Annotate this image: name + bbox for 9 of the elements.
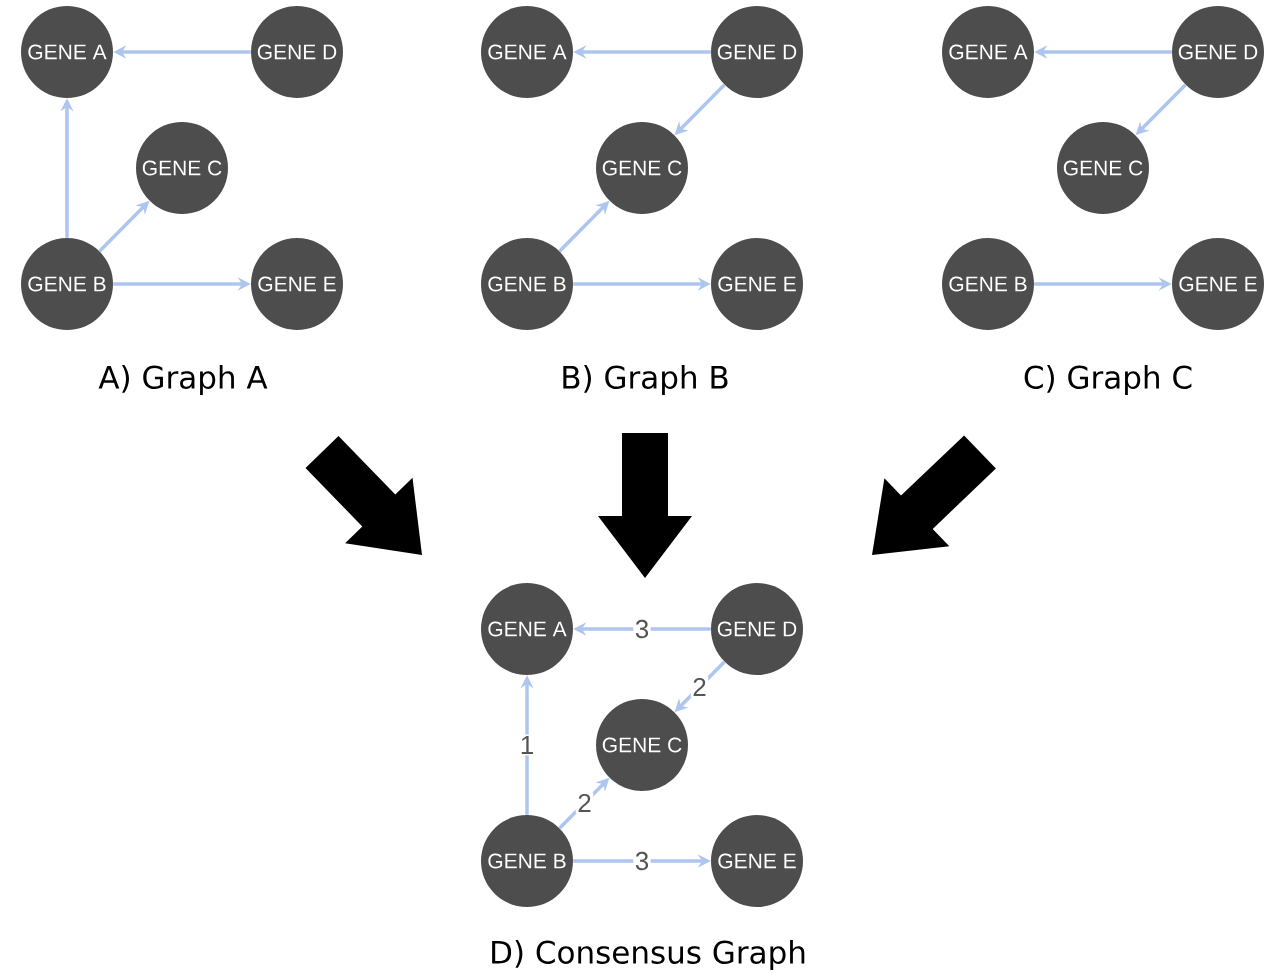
graph-title: D) Consensus Graph xyxy=(492,940,805,970)
graph-title: B) Graph B xyxy=(563,365,728,395)
graph-title: C) Graph C xyxy=(1024,365,1192,395)
edge-label: 3 xyxy=(633,850,651,872)
graph-title: A) Graph A xyxy=(98,365,268,395)
edge-label: 2 xyxy=(690,676,709,698)
edge-label: 2 xyxy=(575,792,594,814)
edge-label: 3 xyxy=(633,618,651,640)
edge-label: 1 xyxy=(518,734,536,756)
